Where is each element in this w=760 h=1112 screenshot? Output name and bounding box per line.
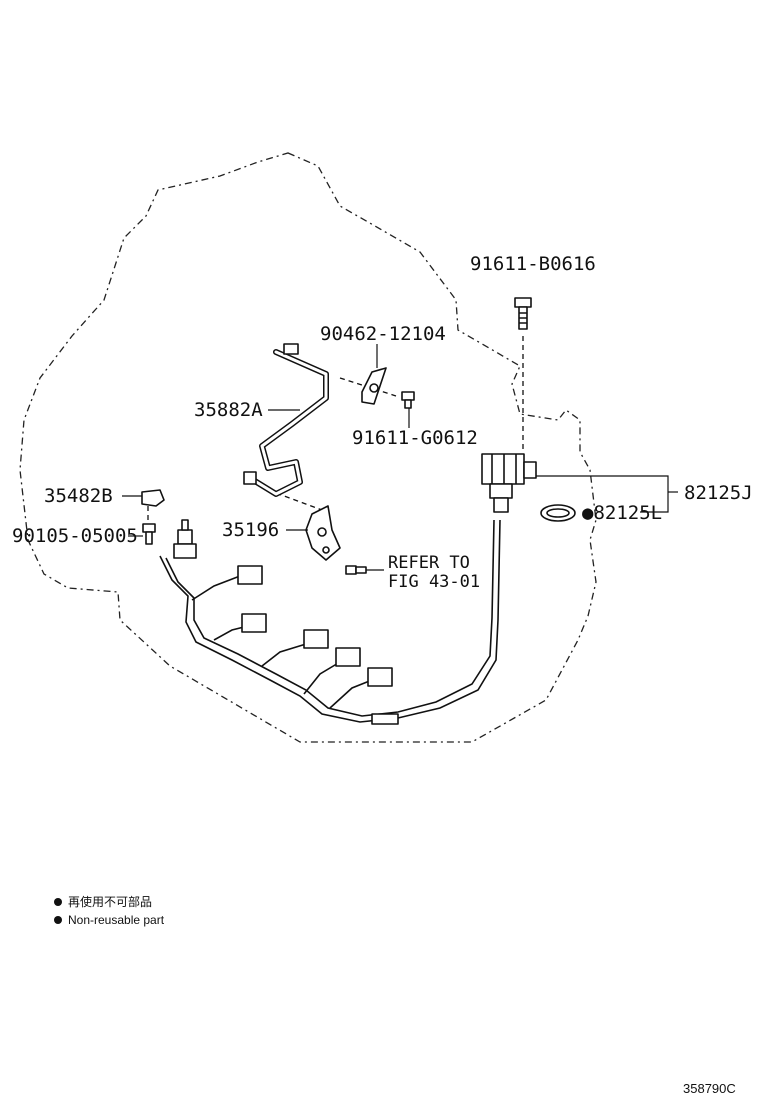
label-35482B: 35482B (44, 485, 113, 507)
label-35196: 35196 (222, 519, 279, 541)
label-82125L-text: 82125L (593, 502, 662, 524)
drawing-code: 358790C (683, 1081, 736, 1096)
wiring-harness (159, 519, 501, 725)
label-91611-G0612: 91611-G0612 (352, 427, 478, 449)
label-82125J: 82125J (684, 482, 753, 504)
legend-jp: 再使用不可部品 (68, 894, 152, 909)
refer-line-1: REFER TO (388, 553, 470, 573)
label-91611-B0616: 91611-B0616 (470, 253, 596, 275)
label-90105-05005: 90105-05005 (12, 525, 138, 547)
label-90462-12104: 90462-12104 (320, 323, 446, 345)
refer-line-2: FIG 43-01 (388, 572, 480, 592)
bracket-35882A (243, 343, 329, 497)
transmission-housing-outline (19, 152, 597, 743)
leader-82125J (536, 475, 669, 513)
non-reusable-bullet: ● (582, 502, 594, 524)
label-82125L: ●82125L (582, 502, 662, 524)
label-35882A: 35882A (194, 399, 263, 421)
screw-refer (345, 565, 367, 575)
bolt-91611-G0612 (401, 391, 415, 409)
bolt-90105-05005 (142, 523, 156, 545)
oring-82125L-inner (546, 508, 570, 518)
switch-connector (173, 519, 197, 559)
sensor-82125J (481, 453, 537, 513)
legend-en: Non-reusable part (68, 913, 165, 927)
bolt-91611-B0616 (514, 297, 532, 330)
legend-bullet-jp (54, 898, 62, 906)
bracket-plate-35196 (305, 505, 341, 561)
clip-90462-12104 (361, 367, 387, 405)
legend-bullet-en (54, 916, 62, 924)
clip-35482B (141, 489, 165, 507)
